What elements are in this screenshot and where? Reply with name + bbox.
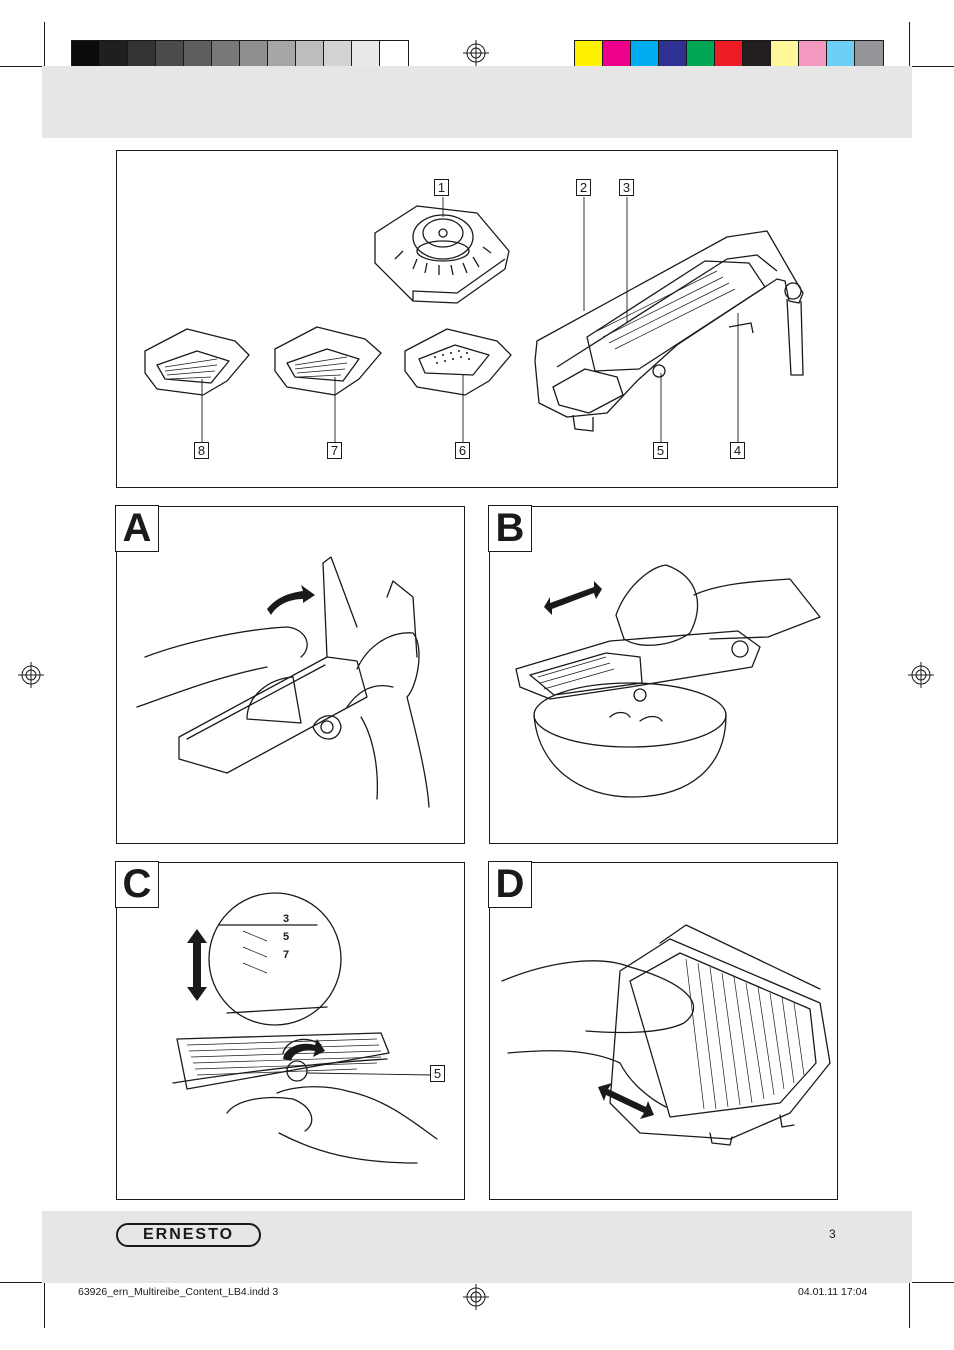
panel-b-drawing [515, 564, 821, 798]
mandoline-body-drawing [534, 230, 804, 432]
panel-c-callout-5: 5 [430, 1065, 445, 1082]
callout-6: 6 [455, 442, 470, 459]
panel-b-letter: B [488, 505, 532, 552]
page-number: 3 [829, 1227, 836, 1241]
thickness-label-7: 7 [283, 949, 290, 961]
color-swatch-3 [631, 41, 659, 68]
print-date-time: 04.01.11 17:04 [798, 1286, 868, 1298]
gray-swatch-4 [156, 41, 184, 68]
parts-overview-drawing [144, 197, 804, 442]
callout-1: 1 [434, 179, 449, 196]
color-swatch-1 [575, 41, 603, 68]
color-swatch-8 [771, 41, 799, 68]
callout-4: 4 [730, 442, 745, 459]
gray-swatch-10 [324, 41, 352, 68]
food-holder-drawing [374, 205, 510, 304]
julienne-insert-7-drawing [274, 326, 382, 396]
gray-swatch-8 [268, 41, 296, 68]
thickness-label-5: 5 [283, 931, 290, 943]
push-pull-arrow [598, 1083, 654, 1119]
slide-arrow [544, 581, 602, 615]
footer-band [42, 1211, 912, 1283]
color-swatch-11 [855, 41, 883, 68]
julienne-insert-8-drawing [144, 328, 250, 396]
color-swatch-10 [827, 41, 855, 68]
header-band [42, 66, 912, 138]
panel-a-drawing [136, 556, 430, 808]
rotate-arrow [267, 585, 315, 615]
gray-swatch-11 [352, 41, 380, 68]
panel-d-letter: D [488, 861, 532, 908]
brand-logo: ERNESTO [116, 1223, 261, 1247]
gray-swatch-3 [128, 41, 156, 68]
registration-target-bottom [463, 1284, 489, 1310]
callout-7: 7 [327, 442, 342, 459]
grayscale-color-bar [71, 40, 409, 69]
panel-a-letter: A [115, 505, 159, 552]
gray-swatch-5 [184, 41, 212, 68]
file-name: 63926_ern_Multireibe_Content_LB4.indd 3 [78, 1286, 279, 1298]
process-color-bar [574, 40, 884, 69]
brand-logo-text: ERNESTO [142, 1226, 235, 1243]
gray-swatch-6 [212, 41, 240, 68]
registration-target-top [463, 40, 489, 66]
panel-c-letter: C [115, 861, 159, 908]
callout-3: 3 [619, 179, 634, 196]
grater-dots [434, 350, 470, 364]
callout-8: 8 [194, 442, 209, 459]
insert-hatching [164, 270, 736, 380]
panel-d-hatching [685, 958, 805, 1110]
callout-2: 2 [576, 179, 591, 196]
color-swatch-6 [715, 41, 743, 68]
turn-knob-arrow [283, 1039, 325, 1061]
callout-leaders [201, 197, 739, 442]
registration-target-right [908, 662, 934, 688]
thickness-label-3: 3 [283, 913, 290, 925]
panel-a: A [115, 505, 465, 844]
panel-b-hatching [537, 656, 615, 690]
panel-d-drawing [501, 924, 831, 1146]
callout-5: 5 [653, 442, 668, 459]
color-swatch-4 [659, 41, 687, 68]
gray-swatch-12 [380, 41, 408, 68]
gray-swatch-9 [296, 41, 324, 68]
grater-insert-6-drawing [404, 328, 512, 396]
panel-b: B [488, 505, 838, 844]
gray-swatch-1 [72, 41, 100, 68]
height-arrow [187, 929, 207, 1001]
panel-d: D [488, 861, 838, 1200]
registration-target-left [18, 662, 44, 688]
gray-swatch-2 [100, 41, 128, 68]
color-swatch-7 [743, 41, 771, 68]
color-swatch-5 [687, 41, 715, 68]
color-swatch-9 [799, 41, 827, 68]
color-swatch-2 [603, 41, 631, 68]
gray-swatch-7 [240, 41, 268, 68]
parts-overview-figure: 1 2 3 8 7 6 5 4 [116, 150, 838, 488]
panel-c-drawing [172, 892, 438, 1164]
panel-c: C 3 5 7 5 [115, 861, 465, 1200]
